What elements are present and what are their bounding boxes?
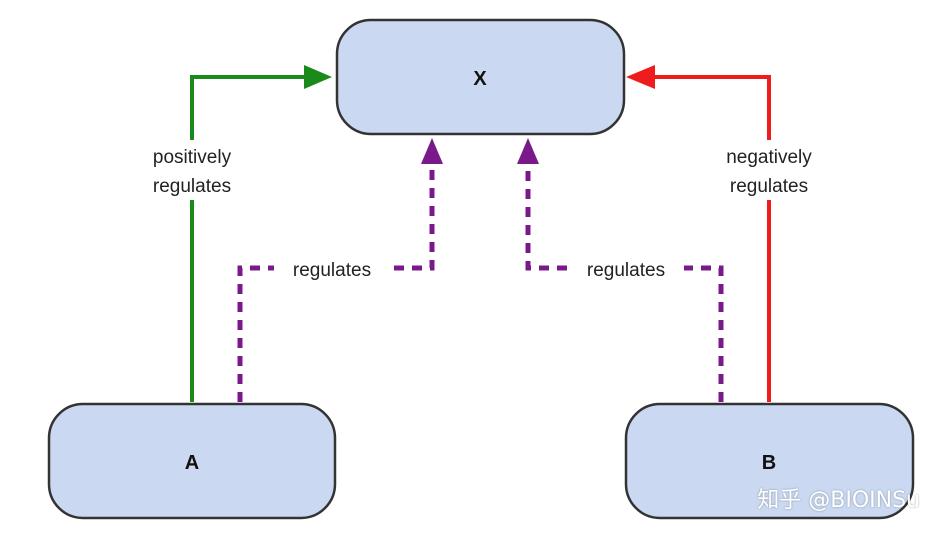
- edge-label-background: [274, 252, 390, 284]
- arrowhead-icon: [517, 138, 539, 164]
- edge-b-regulates-x: regulates: [517, 138, 724, 402]
- node-a-label: A: [185, 452, 199, 474]
- edge-a-positively-regulates-x: positively regulates: [130, 65, 332, 402]
- edge-label-line2: regulates: [730, 176, 808, 197]
- edge-label-line2: regulates: [153, 176, 231, 197]
- edge-label-background: [130, 140, 254, 200]
- watermark: 知乎 @BIOINSu: [757, 488, 920, 513]
- edge-line: [525, 164, 724, 402]
- node-x[interactable]: X: [335, 18, 626, 136]
- edge-label-background: [568, 252, 684, 284]
- arrowhead-icon: [626, 65, 655, 89]
- edge-b-negatively-regulates-x: negatively regulates: [626, 65, 834, 402]
- node-b-label: B: [762, 452, 776, 474]
- node-x-box: [335, 18, 626, 136]
- arrowhead-icon: [304, 65, 332, 89]
- node-x-label: X: [473, 68, 487, 90]
- edge-line: [190, 75, 305, 402]
- arrowhead-icon: [421, 138, 443, 164]
- edge-label-background: [706, 140, 834, 200]
- node-b[interactable]: B: [624, 402, 915, 520]
- edge-label-line1: positively: [153, 147, 232, 168]
- edge-label-line1: negatively: [726, 147, 812, 168]
- edge-line: [654, 75, 771, 402]
- node-a-box: [47, 402, 337, 520]
- edge-a-regulates-x: regulates: [237, 138, 443, 402]
- node-a[interactable]: A: [47, 402, 337, 520]
- edge-line: [237, 164, 435, 402]
- edge-label: regulates: [587, 260, 665, 281]
- node-b-box: [624, 402, 915, 520]
- edge-label: regulates: [293, 260, 371, 281]
